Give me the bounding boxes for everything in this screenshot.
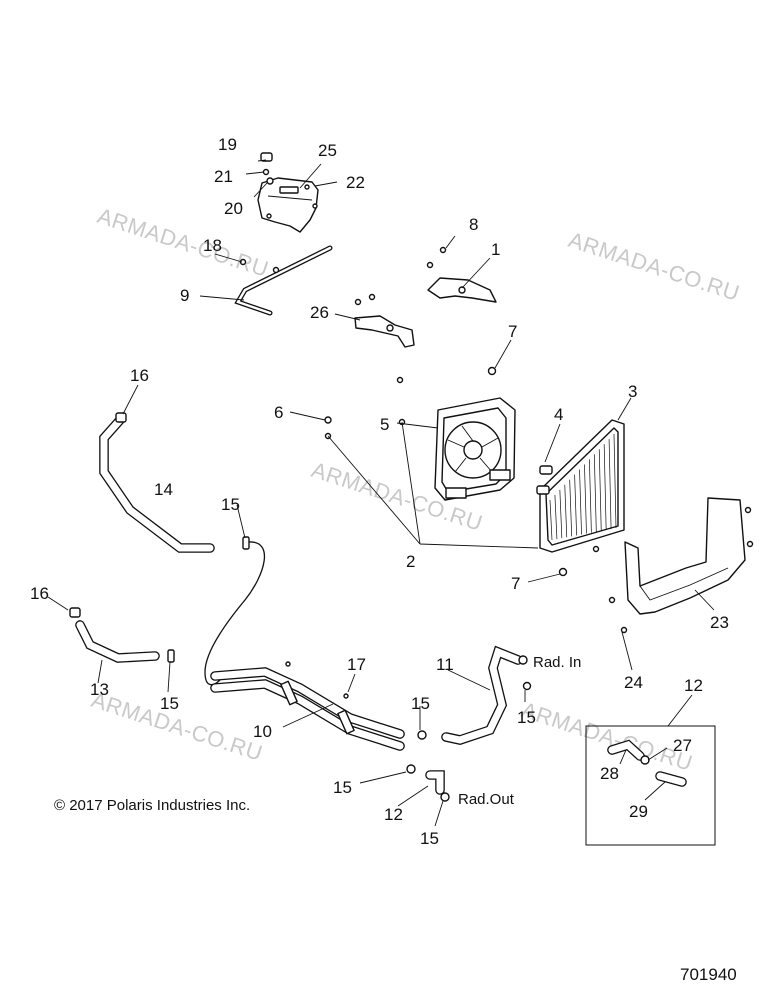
callout-18: 18 — [203, 236, 222, 255]
bleed-line — [204, 541, 266, 686]
callout-20: 20 — [224, 199, 243, 218]
callout-9: 9 — [180, 286, 189, 305]
radiator-fin — [598, 449, 602, 531]
watermark-1: ARMADA-CO.RU — [94, 203, 271, 282]
hose-13 — [69, 607, 160, 663]
copyright-text: © 2017 Polaris Industries Inc. — [54, 797, 250, 814]
callout-1: 1 — [491, 240, 500, 259]
callout-25: 25 — [318, 141, 337, 160]
radiator-fin — [559, 489, 563, 539]
callout-6: 6 — [274, 403, 283, 422]
lower-bracket — [608, 497, 754, 634]
callout-10: 10 — [253, 722, 272, 741]
figure-number: 701940 — [680, 965, 737, 984]
callout-28: 28 — [600, 764, 619, 783]
callout-16a: 16 — [130, 366, 149, 385]
radiator-fin — [579, 469, 582, 535]
callout-14: 14 — [154, 480, 173, 499]
callout-21: 21 — [214, 167, 233, 186]
radiator-fin — [574, 474, 577, 536]
rad-in-label: Rad. In — [533, 654, 581, 671]
radiator-fin — [608, 439, 612, 529]
callout-17: 17 — [347, 655, 366, 674]
callout-15a: 15 — [221, 495, 240, 514]
radiator-fin — [593, 454, 597, 532]
callout-15e: 15 — [333, 778, 352, 797]
callout-15b: 15 — [160, 694, 179, 713]
radiator-fin — [613, 433, 617, 529]
callout-15c: 15 — [411, 694, 430, 713]
reservoir-cap — [260, 152, 273, 162]
hose-12 — [406, 764, 450, 802]
callout-24: 24 — [624, 673, 643, 692]
callout-16b: 16 — [30, 584, 49, 603]
callout-7a: 7 — [508, 322, 517, 341]
callout-8: 8 — [469, 215, 478, 234]
callout-29: 29 — [629, 802, 648, 821]
callout-5: 5 — [380, 415, 389, 434]
radiator-fin — [549, 499, 553, 541]
callout-23: 23 — [710, 613, 729, 632]
fan-bracket — [354, 293, 415, 348]
callout-22: 22 — [346, 173, 365, 192]
leader-lines — [47, 159, 715, 827]
callout-11: 11 — [436, 655, 454, 674]
coolant-reservoir — [257, 152, 319, 233]
hose-11 — [417, 645, 532, 745]
radiator-fin — [584, 464, 587, 534]
callout-15d: 15 — [517, 708, 536, 727]
coolant-tubes — [210, 661, 405, 751]
callout-12b: 12 — [384, 805, 403, 824]
radiator-fin — [589, 459, 592, 533]
callout-2: 2 — [406, 552, 415, 571]
watermark-2: ARMADA-CO.RU — [565, 227, 742, 306]
radiator-fin — [554, 494, 558, 540]
upper-bracket — [426, 246, 497, 303]
callout-7b: 7 — [511, 574, 520, 593]
radiator-fin — [569, 479, 573, 537]
overflow-hose — [234, 245, 333, 316]
fan-assembly — [324, 366, 516, 501]
callout-26: 26 — [310, 303, 329, 322]
callout-4: 4 — [554, 405, 563, 424]
callout-12a: 12 — [684, 676, 703, 695]
callout-numbers: 19 21 20 25 22 18 9 8 1 26 7 16 6 4 3 5 … — [30, 135, 729, 848]
rad-out-label: Rad.Out — [458, 791, 515, 808]
radiator-fin — [564, 484, 568, 538]
radiator — [536, 419, 625, 577]
callout-27: 27 — [673, 736, 692, 755]
hose-kit — [585, 725, 716, 846]
callout-15f: 15 — [420, 829, 439, 848]
hose-14 — [99, 412, 215, 553]
callout-19: 19 — [218, 135, 237, 154]
callout-3: 3 — [628, 382, 637, 401]
callout-13: 13 — [90, 680, 109, 699]
radiator-fin — [603, 444, 607, 530]
